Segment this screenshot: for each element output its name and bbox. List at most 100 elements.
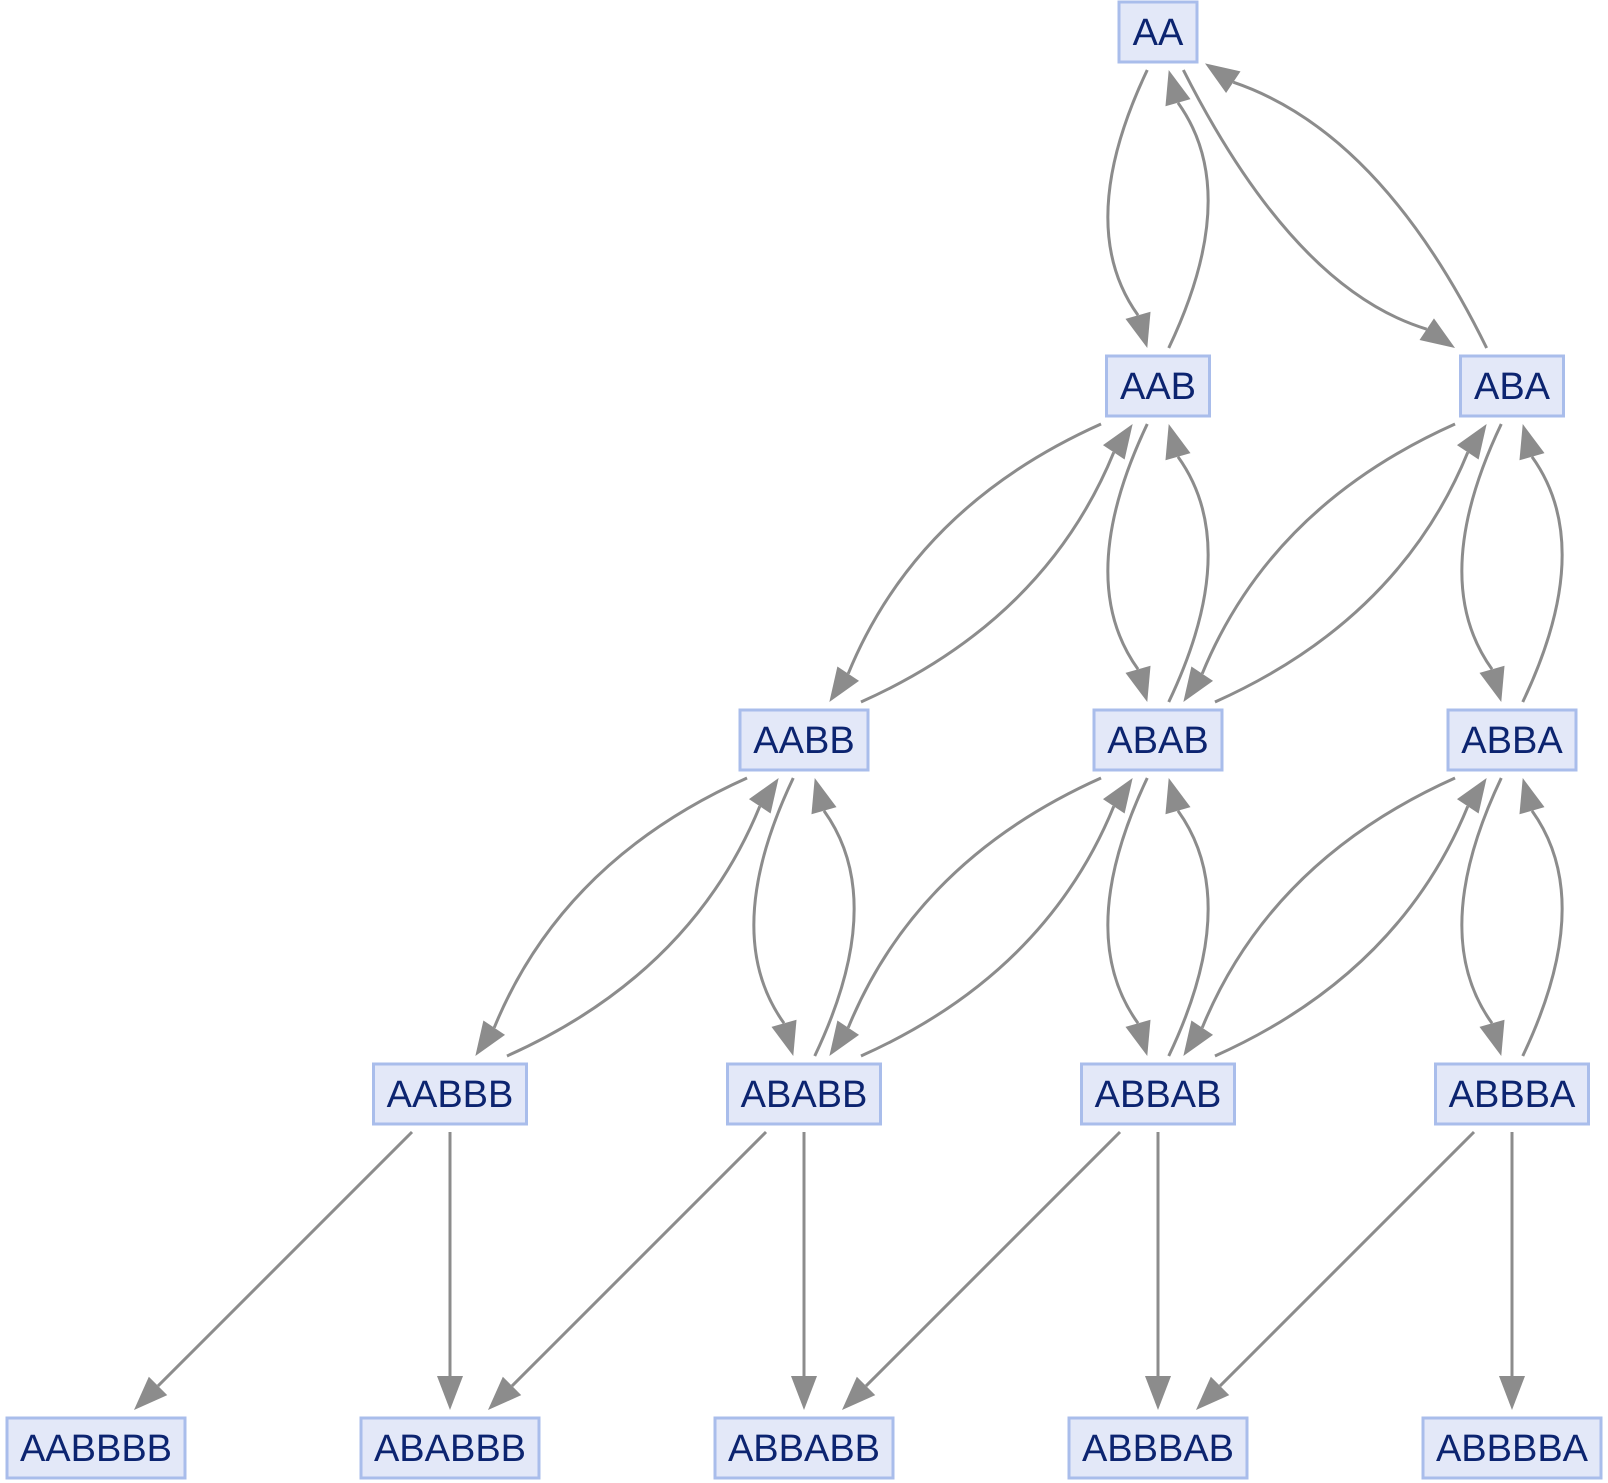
node-box <box>726 1062 882 1126</box>
node-label: AABBB <box>387 1074 514 1116</box>
arrowhead-aba-to-aa <box>1205 63 1241 94</box>
node-abba: ABBA <box>1446 708 1578 772</box>
arrowhead-ababb-to-ababbb <box>488 1376 522 1410</box>
arrowhead-ababb-to-aabb <box>811 778 837 815</box>
arrowhead-abbba-to-abbbab <box>1196 1376 1230 1410</box>
arrowhead-abbab-to-abbabb <box>842 1376 876 1410</box>
node-box <box>738 708 870 772</box>
arrowhead-aabbb-to-aabb <box>748 778 779 814</box>
node-aabbb: AABBB <box>372 1062 528 1126</box>
arrowhead-abab-to-aab <box>1165 424 1191 461</box>
arrowhead-aab-to-aa <box>1165 70 1191 107</box>
edge-abbba-to-abbbab <box>1218 1130 1476 1388</box>
edge-abbab-to-abab <box>1167 809 1210 1057</box>
node-box <box>1105 354 1211 418</box>
node-ababbb: ABABBB <box>359 1416 541 1480</box>
edge-abba-to-abbba <box>1460 777 1503 1025</box>
node-box <box>1446 708 1578 772</box>
node-label: ABBBBA <box>1436 1428 1589 1470</box>
node-box <box>1080 1062 1236 1126</box>
node-box <box>1459 354 1565 418</box>
node-box <box>1117 0 1199 64</box>
edge-abba-to-aba <box>1521 455 1564 703</box>
edge-abbba-to-abba <box>1521 809 1564 1057</box>
edge-aab-to-aa <box>1167 101 1210 349</box>
node-box <box>1421 1416 1603 1480</box>
edge-aba-to-aa <box>1232 80 1488 349</box>
edge-abab-to-abbab <box>1106 777 1149 1025</box>
node-label: AAB <box>1120 366 1196 408</box>
edge-abba-to-abbab <box>1200 776 1456 1029</box>
arrowhead-aa-to-aab <box>1125 311 1151 348</box>
edge-aa-to-aba <box>1182 69 1428 331</box>
arrowhead-abab-to-ababb <box>829 1020 860 1056</box>
arrowhead-abab-to-abbab <box>1125 1019 1151 1056</box>
edge-abab-to-aab <box>1167 455 1210 703</box>
arrowhead-aabb-to-aabbb <box>475 1020 506 1056</box>
edge-aba-to-abab <box>1200 422 1456 675</box>
arrowhead-aabb-to-aab <box>1102 424 1133 460</box>
node-box <box>713 1416 895 1480</box>
edge-aabb-to-ababb <box>752 777 795 1025</box>
edge-aabbb-to-aabb <box>506 805 762 1058</box>
node-box <box>359 1416 541 1480</box>
edge-aabb-to-aab <box>860 451 1116 704</box>
node-aabb: AABB <box>738 708 870 772</box>
node-abbabb: ABBABB <box>713 1416 895 1480</box>
arrowhead-aba-to-abba <box>1479 665 1505 702</box>
node-aba: ABA <box>1459 354 1565 418</box>
arrowhead-abbab-to-abbbab <box>1145 1376 1171 1410</box>
arrowhead-aba-to-abab <box>1183 666 1214 702</box>
edge-ababb-to-ababbb <box>510 1130 768 1388</box>
arrowhead-abbab-to-abba <box>1456 778 1487 814</box>
arrowhead-abbab-to-abab <box>1165 778 1191 815</box>
edge-abab-to-ababb <box>846 776 1102 1029</box>
node-ababb: ABABB <box>726 1062 882 1126</box>
node-abbab: ABBAB <box>1080 1062 1236 1126</box>
edge-aba-to-abba <box>1460 423 1503 671</box>
edge-ababb-to-abab <box>860 805 1116 1058</box>
arrowhead-aa-to-aba <box>1419 318 1456 348</box>
arrowhead-abbba-to-abbbba <box>1499 1376 1525 1410</box>
nodes-layer: AA AAB ABA AABB ABAB ABBA AABBB ABABB ABBAB ABBBA… <box>5 0 1603 1480</box>
node-label: AA <box>1133 12 1184 54</box>
arrowhead-aab-to-aabb <box>829 666 860 702</box>
node-box <box>1092 708 1224 772</box>
node-label: AABBBB <box>20 1428 172 1470</box>
node-label: ABBAB <box>1095 1074 1222 1116</box>
arrowhead-ababb-to-abab <box>1102 778 1133 814</box>
node-label: ABBABB <box>728 1428 880 1470</box>
edges-layer <box>134 63 1564 1410</box>
arrowhead-aab-to-abab <box>1125 665 1151 702</box>
node-abbbba: ABBBBA <box>1421 1416 1603 1480</box>
edge-ababb-to-aabb <box>813 809 856 1057</box>
node-label: ABABBB <box>374 1428 526 1470</box>
edge-abbab-to-abbabb <box>864 1130 1122 1388</box>
arrowhead-abbba-to-abba <box>1519 778 1545 815</box>
node-label: AABB <box>753 720 854 762</box>
node-abab: ABAB <box>1092 708 1224 772</box>
node-box <box>1434 1062 1590 1126</box>
edge-aabbb-to-aabbbb <box>156 1130 414 1388</box>
arrowhead-abba-to-abbab <box>1183 1020 1214 1056</box>
edge-abbab-to-abba <box>1214 805 1470 1058</box>
arrowhead-abba-to-aba <box>1519 424 1545 461</box>
arrowhead-aabbb-to-ababbb <box>437 1376 463 1410</box>
arrowhead-ababb-to-abbabb <box>791 1376 817 1410</box>
node-label: ABA <box>1474 366 1551 408</box>
edge-abab-to-aba <box>1214 451 1470 704</box>
node-box <box>372 1062 528 1126</box>
node-box <box>1067 1416 1249 1480</box>
node-label: ABBBAB <box>1082 1428 1234 1470</box>
node-label: ABAB <box>1107 720 1208 762</box>
node-label: ABBA <box>1461 720 1563 762</box>
node-aab: AAB <box>1105 354 1211 418</box>
edge-aab-to-abab <box>1106 423 1149 671</box>
arrowhead-abba-to-abbba <box>1479 1019 1505 1056</box>
arrowhead-abab-to-aba <box>1456 424 1487 460</box>
node-abbbab: ABBBAB <box>1067 1416 1249 1480</box>
node-box <box>5 1416 187 1480</box>
node-aabbbb: AABBBB <box>5 1416 187 1480</box>
node-aa: AA <box>1117 0 1199 64</box>
